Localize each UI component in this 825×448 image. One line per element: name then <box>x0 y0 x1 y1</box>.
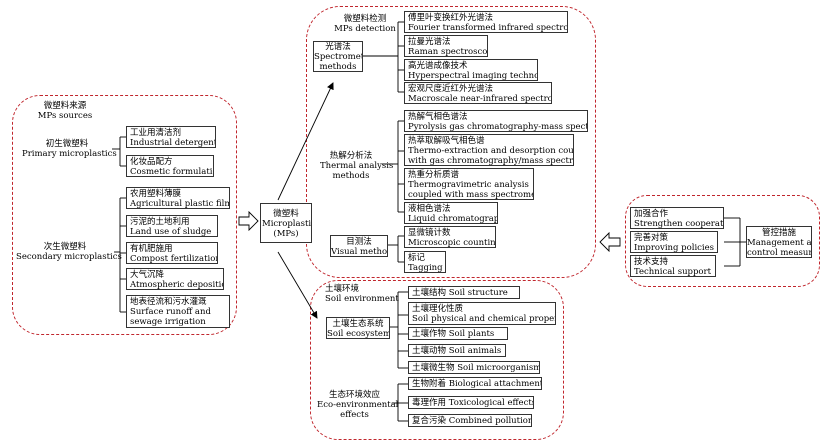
effect-soil-microorganisms: 土壤微生物 Soil microorganisms <box>408 361 540 374</box>
effect-soil-plants: 土壤作物 Soil plants <box>408 327 508 340</box>
effect-biological-attachment: 生物附着 Biological attachment <box>408 377 542 390</box>
effect-toxicological: 毒理作用 Toxicological effects <box>408 396 534 409</box>
effect-combined-pollution: 复合污染 Combined pollution <box>408 414 532 427</box>
sources-region <box>12 95 237 335</box>
microplastics-center-node: 微塑料Microplastics(MPs) <box>260 203 312 243</box>
control-region <box>625 195 820 287</box>
detection-region <box>306 6 596 278</box>
spectrometry-methods-label: 光谱法Spectrometrymethods <box>313 41 363 72</box>
environment-region <box>310 280 564 440</box>
effect-soil-structure: 土壤结构 Soil structure <box>408 286 520 299</box>
effect-soil-animals: 土壤动物 Soil animals <box>408 344 506 357</box>
